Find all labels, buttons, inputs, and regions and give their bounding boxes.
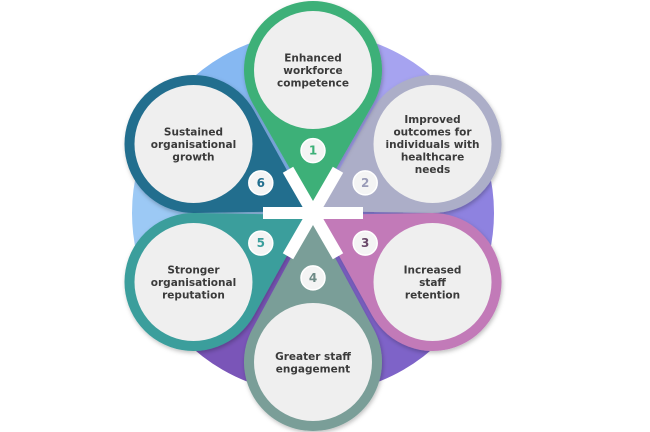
- center-spokes: [263, 166, 363, 260]
- center-spoke: [282, 166, 344, 260]
- benefit-label-line: Greater staff: [275, 351, 351, 363]
- benefit-label-line: healthcare: [401, 152, 464, 164]
- number-badge: [248, 170, 274, 196]
- benefit-label-line: organisational: [151, 277, 236, 289]
- benefit-label-line: competence: [277, 78, 349, 90]
- number-badge-text: 2: [361, 176, 369, 190]
- benefit-label-line: Increased: [404, 265, 462, 277]
- number-badge: [352, 170, 378, 196]
- benefit-label-line: Improved: [404, 114, 460, 126]
- teardrop-inner-circle: [254, 303, 372, 421]
- benefit-label-line: workforce: [283, 65, 342, 77]
- benefit-label-line: growth: [172, 152, 214, 164]
- benefit-label-line: Enhanced: [284, 53, 342, 65]
- benefit-label-line: retention: [405, 290, 460, 302]
- benefit-label-line: organisational: [151, 139, 236, 151]
- number-badge: [248, 230, 274, 256]
- benefit-label-line: staff: [419, 277, 446, 289]
- benefit-label-line: engagement: [276, 363, 350, 375]
- teardrop-inner-circle: [254, 11, 372, 129]
- teardrop-inner-circle: [134, 223, 253, 341]
- benefit-label-line: needs: [415, 164, 450, 176]
- benefit-label-line: reputation: [162, 290, 225, 302]
- teardrop-inner-circle: [373, 223, 492, 341]
- benefit-label-line: Stronger: [167, 265, 220, 277]
- number-badge-text: 4: [309, 271, 317, 285]
- teardrop-inner-circle: [373, 85, 492, 203]
- number-badge-text: 5: [257, 236, 265, 250]
- benefit-label-line: Sustained: [164, 127, 223, 139]
- number-badge: [300, 137, 326, 164]
- benefit-label-line: outcomes for: [393, 127, 472, 139]
- number-badge-text: 1: [309, 144, 317, 158]
- number-badge: [300, 265, 326, 291]
- benefit-label-line: individuals with: [386, 139, 480, 151]
- number-badge-text: 3: [361, 236, 369, 250]
- number-badge: [352, 230, 378, 256]
- teardrop-inner-circle: [134, 85, 253, 203]
- number-badge-text: 6: [257, 176, 265, 190]
